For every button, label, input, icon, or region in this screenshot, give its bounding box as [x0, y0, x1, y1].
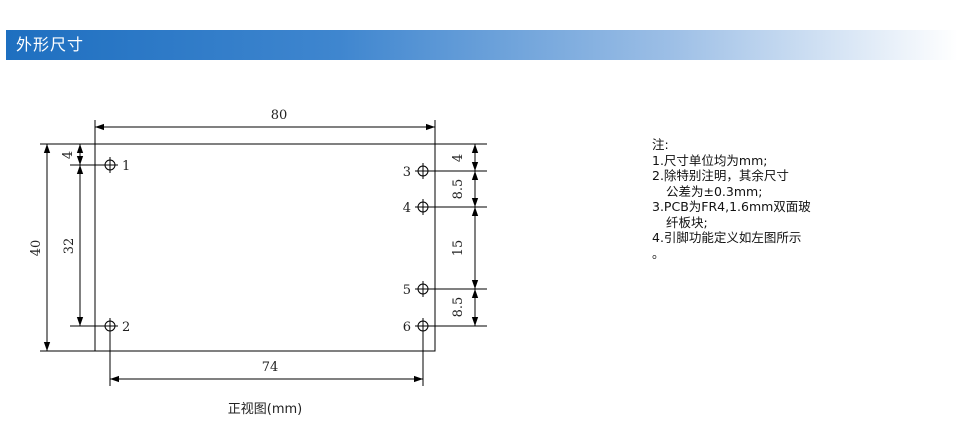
pin-label-4: 4 [403, 201, 411, 216]
hole-6 [415, 318, 431, 334]
dim-label-height: 40 [29, 240, 44, 257]
dim-label-hole-horizontal: 74 [262, 360, 279, 375]
hole-4 [415, 199, 431, 215]
pin-label-5: 5 [403, 283, 411, 298]
pin-label-6: 6 [403, 320, 411, 335]
board-outline [94, 143, 436, 352]
notes-panel: 注: 1.尺寸单位均为mm; 2.除特别注明，其余尺寸 公差为±0.3mm; 3… [652, 137, 882, 261]
dim-label-3-4: 8.5 [451, 179, 466, 200]
note-line: 2.除特别注明，其余尺寸 [652, 168, 789, 183]
dim-label-5-6: 8.5 [451, 297, 466, 318]
dim-label-4-5: 15 [451, 240, 466, 257]
note-line: 。 [652, 245, 665, 261]
note-line: 1.尺寸单位均为mm; [652, 152, 768, 168]
notes-title: 注: [652, 137, 669, 152]
section-title: 外形尺寸 [16, 35, 85, 54]
pin-label-1: 1 [122, 159, 130, 174]
note-line: 4.引脚功能定义如左图所示 [652, 230, 802, 245]
note-line: 纤板块; [666, 214, 708, 230]
note-line: 公差为±0.3mm; [666, 183, 763, 199]
pin-label-3: 3 [403, 165, 411, 180]
dim-label-hole-span: 32 [62, 238, 77, 255]
note-line: 3.PCB为FR4,1.6mm双面玻 [652, 199, 811, 214]
hole-2 [102, 318, 118, 334]
section-header: 外形尺寸 [6, 30, 958, 60]
view-caption: 正视图(mm) [228, 402, 302, 417]
pin-label-2: 2 [122, 320, 130, 335]
dim-label-width: 80 [271, 108, 288, 123]
dim-label-top-left: 4 [61, 151, 76, 159]
hole-3 [415, 163, 431, 179]
hole-1 [102, 157, 118, 173]
dim-label-top-right: 4 [451, 154, 466, 162]
hole-5 [415, 281, 431, 297]
